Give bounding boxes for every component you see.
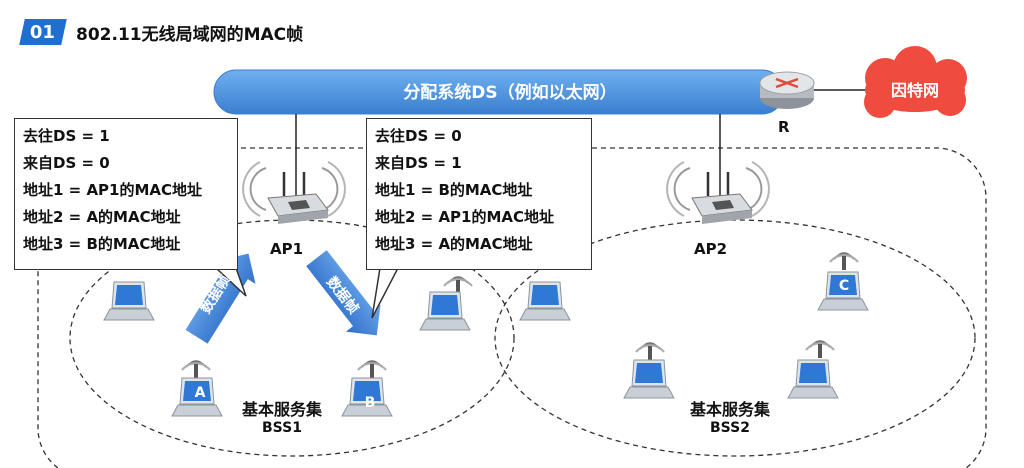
frame-fields-left: 去往DS = 1 来自DS = 0 地址1 = AP1的MAC地址 地址2 = … <box>14 118 238 270</box>
ap2-label: AP2 <box>694 240 728 258</box>
frame-fields-right: 去往DS = 0 来自DS = 1 地址1 = B的MAC地址 地址2 = AP… <box>366 118 592 270</box>
ap1-label: AP1 <box>270 240 304 258</box>
router-icon <box>759 71 815 109</box>
frame-field: 来自DS = 1 <box>375 154 462 172</box>
bss1-title: 基本服务集 <box>241 400 322 419</box>
page-title: 802.11无线局域网的MAC帧 <box>76 25 304 45</box>
station-a-label: A <box>194 385 206 401</box>
frame-field: 去往DS = 0 <box>375 127 462 145</box>
frame-field: 地址1 = AP1的MAC地址 <box>23 181 203 199</box>
frame-field: 去往DS = 1 <box>23 127 110 145</box>
laptop-icon <box>419 276 473 331</box>
bss1-name: BSS1 <box>262 420 302 436</box>
internet-label: 因特网 <box>890 81 939 100</box>
ap1-icon <box>242 161 346 224</box>
section-number-badge: 01 <box>19 19 67 45</box>
right-callout-pointer <box>371 267 400 319</box>
ap2-icon <box>666 161 770 224</box>
frame-field: 地址2 = AP1的MAC地址 <box>375 208 555 226</box>
station-c-label: C <box>838 278 850 294</box>
bss2-name: BSS2 <box>710 420 750 436</box>
frame-field: 地址3 = B的MAC地址 <box>23 235 181 253</box>
frame-field: 地址3 = A的MAC地址 <box>375 235 533 253</box>
internet-cloud-icon <box>864 46 967 118</box>
laptop-icon <box>103 281 155 321</box>
router-label: R <box>778 118 790 136</box>
frame-field: 地址2 = A的MAC地址 <box>23 208 181 226</box>
ds-label: 分配系统DS（例如以太网） <box>403 83 617 103</box>
bss2-title: 基本服务集 <box>689 400 770 419</box>
laptop-icon <box>787 340 839 399</box>
laptop-icon <box>519 281 571 321</box>
station-b-label: B <box>364 395 376 411</box>
frame-field: 地址1 = B的MAC地址 <box>375 181 533 199</box>
laptop-icon <box>623 342 675 399</box>
frame-field: 来自DS = 0 <box>23 154 110 172</box>
data-frame-arrow-down <box>306 250 381 336</box>
